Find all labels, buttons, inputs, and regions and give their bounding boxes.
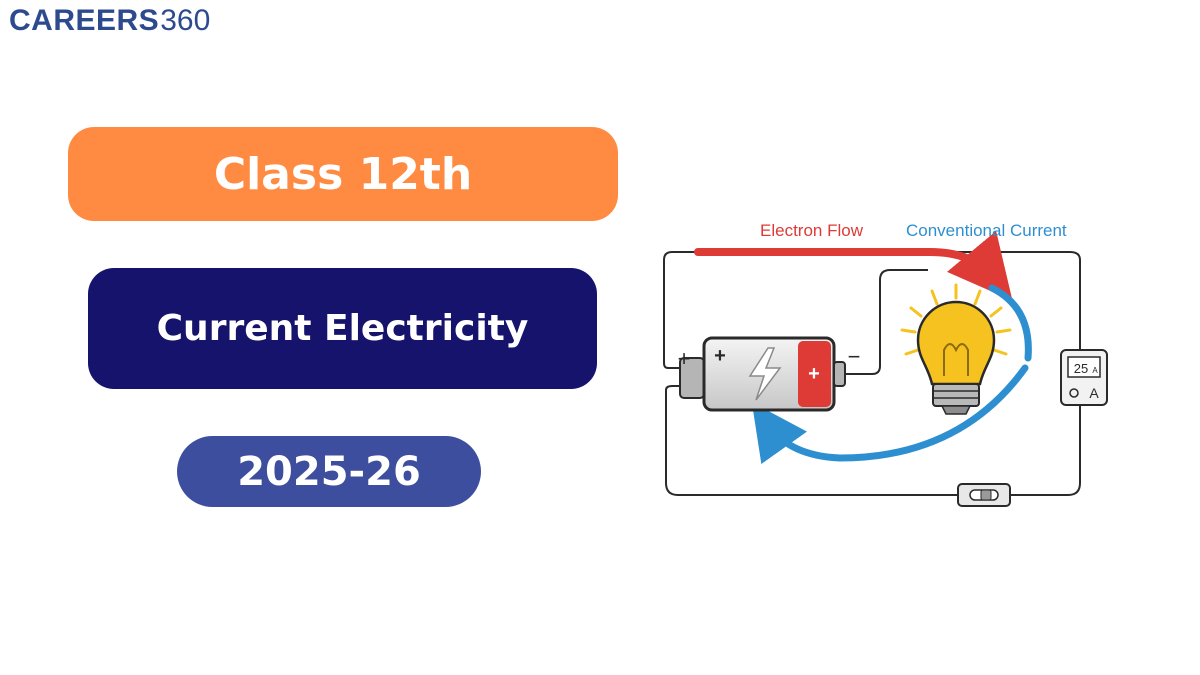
battery-positive-terminal-label: + [678,346,691,371]
battery-negative-terminal-label: − [848,344,861,369]
careers360-logo[interactable]: CAREERS 360 [9,4,210,38]
session-pill: 2025-26 [177,436,481,507]
ammeter-reading: 25 [1074,361,1088,376]
circuit-diagram: + + + − 25 A A [663,221,1108,507]
logo-brand-text: CAREERS [9,4,160,37]
electron-flow-arrow [694,230,1013,301]
battery-inner-plus-label: + [714,345,726,367]
electron-flow-label: Electron Flow [760,221,864,240]
topic-pill: Current Electricity [88,268,597,389]
lightning-bolt-icon [748,347,782,401]
conventional-current-arc [988,284,1032,362]
circuit-wires [663,251,1081,496]
class-pill: Class 12th [68,127,618,221]
logo-brand-number: 360 [160,4,211,37]
battery-icon: + + [679,336,846,412]
ammeter-icon: 25 A A [1060,349,1108,406]
battery-cap-plus-label: + [808,363,820,385]
light-bulb-icon [900,283,1012,415]
ammeter-reading-unit: A [1092,366,1098,375]
ammeter-unit-label: A [1089,385,1099,401]
switch-icon [957,483,1011,507]
conventional-current-label: Conventional Current [906,221,1067,240]
conventional-current-loop-arrow [751,364,1029,465]
